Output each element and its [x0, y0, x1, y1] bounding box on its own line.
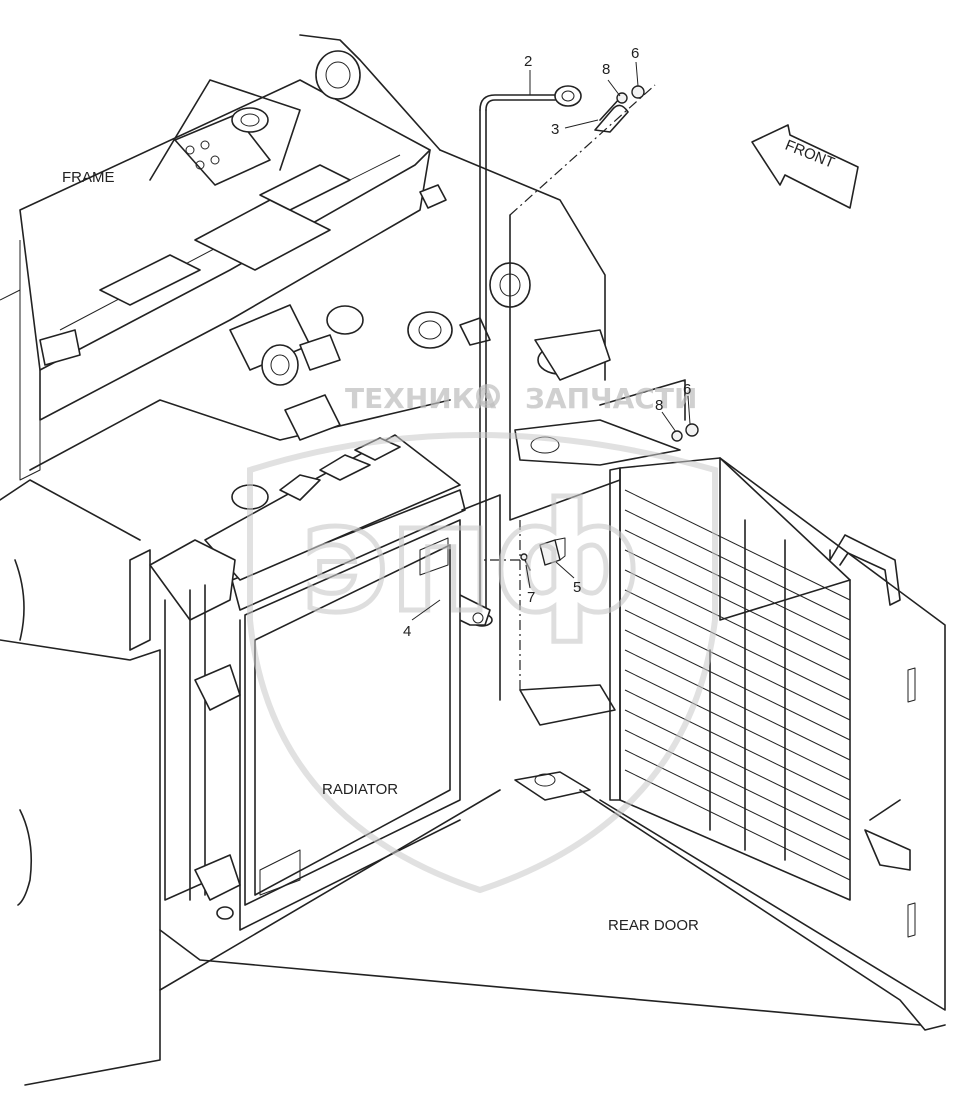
- watermark-text-right: ЗАПЧАСТИ: [525, 382, 697, 415]
- watermark-text-left: ТЕХНИКА: [345, 382, 497, 415]
- callout-4: 4: [403, 623, 411, 640]
- radiator-label: RADIATOR: [322, 781, 398, 798]
- watermark-logo: эпф: [300, 472, 641, 646]
- front-direction-arrow: FRONT: [751, 124, 859, 209]
- frame-assembly: [0, 34, 606, 481]
- radiator-assembly: [129, 434, 501, 931]
- frame-label: FRAME: [62, 169, 115, 186]
- rear-door-label: REAR DOOR: [608, 917, 699, 934]
- callout-6-right: 6: [683, 381, 691, 398]
- callout-7: 7: [527, 589, 535, 606]
- watermark: ТЕХНИКА ЗАПЧАСТИ эпф: [247, 382, 718, 894]
- leader-lines: [411, 61, 691, 621]
- callout-8-top: 8: [602, 61, 610, 78]
- callout-6-top: 6: [631, 45, 639, 62]
- callout-2: 2: [524, 53, 532, 70]
- body-panel: [0, 479, 921, 1086]
- watermark-gear-icon: [476, 384, 500, 408]
- callout-5: 5: [573, 579, 581, 596]
- callout-8-right: 8: [655, 397, 663, 414]
- rear-door-assembly: [579, 457, 946, 1031]
- callout-3: 3: [551, 121, 559, 138]
